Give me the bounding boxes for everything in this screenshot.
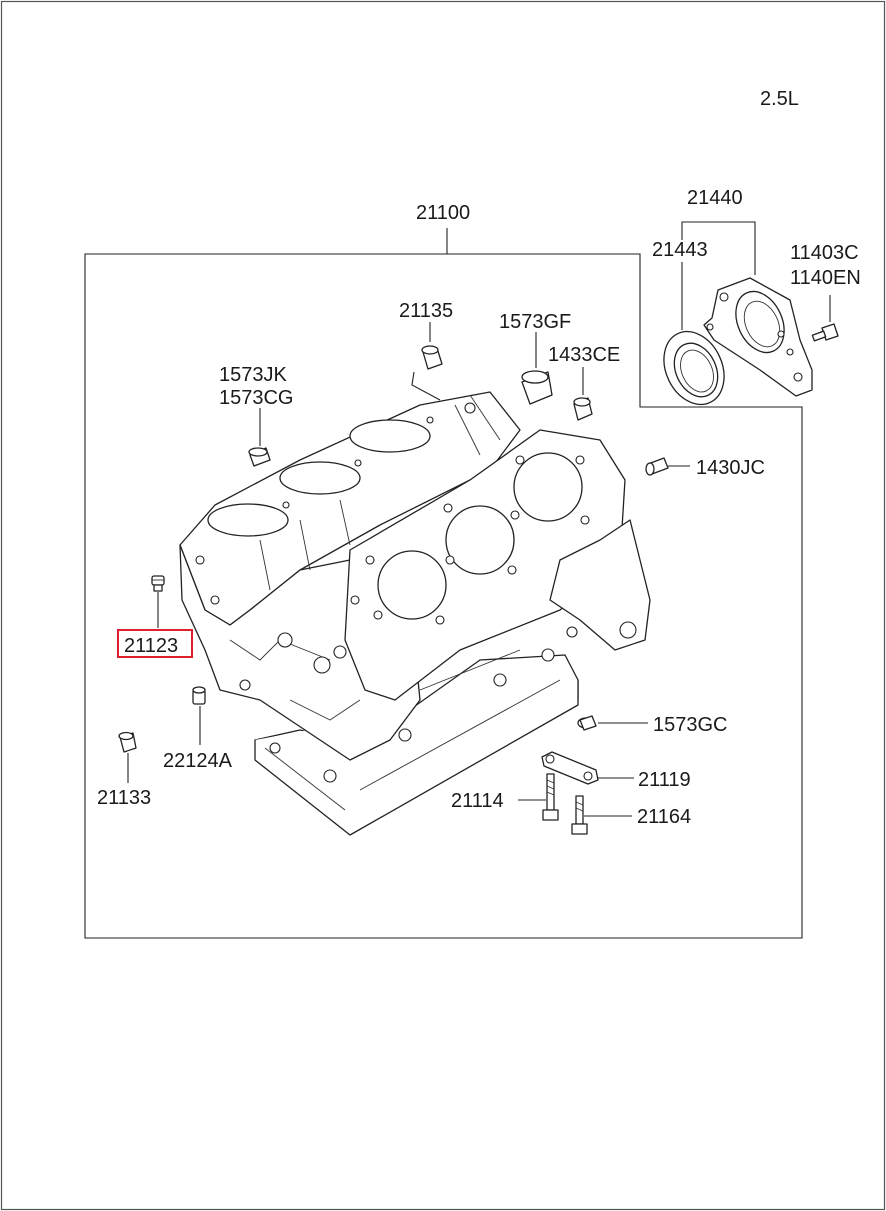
callout-21135[interactable]: 21135 xyxy=(399,300,453,322)
plug-21133-icon xyxy=(118,731,137,753)
callout-1140en[interactable]: 1140EN xyxy=(790,267,861,289)
dowel-22124a-icon xyxy=(192,686,206,705)
plug-1573gf-icon xyxy=(521,370,553,405)
oil-seal-21443-icon xyxy=(663,330,725,406)
callout-21133[interactable]: 21133 xyxy=(97,787,151,809)
plug-1573jk-icon xyxy=(248,447,271,467)
bracket-21119-icon xyxy=(541,751,599,785)
callout-1430jc[interactable]: 1430JC xyxy=(696,457,765,479)
callout-21114[interactable]: 21114 xyxy=(451,790,504,812)
plug-21123-icon xyxy=(151,575,165,592)
selected-highlight-box xyxy=(117,629,193,658)
assembly-boundary xyxy=(84,253,803,939)
plug-1573gc-icon xyxy=(577,715,597,731)
bolt-21114-icon xyxy=(542,773,559,821)
callout-1573gc[interactable]: 1573GC xyxy=(653,714,728,736)
callout-11403c[interactable]: 11403C xyxy=(790,242,859,264)
callout-1573jk[interactable]: 1573JK xyxy=(219,364,287,386)
bolt-11403c-icon xyxy=(811,323,839,342)
seal-housing-21440-icon xyxy=(703,277,813,397)
callout-1573gf[interactable]: 1573GF xyxy=(499,311,571,333)
callout-21100[interactable]: 21100 xyxy=(416,202,470,224)
callout-21123[interactable]: 21123 xyxy=(124,635,178,657)
engine-displacement-label: 2.5L xyxy=(760,88,799,110)
callout-1573cg[interactable]: 1573CG xyxy=(219,387,294,409)
seal-assembly-bracket xyxy=(681,221,756,275)
callout-1433ce[interactable]: 1433CE xyxy=(548,344,620,366)
callout-21164[interactable]: 21164 xyxy=(637,806,691,828)
bolt-21164-icon xyxy=(571,795,588,835)
callout-22124a[interactable]: 22124A xyxy=(163,750,233,772)
plug-1433ce-icon xyxy=(573,397,593,421)
engine-block-illustration xyxy=(179,391,651,836)
callout-21440[interactable]: 21440 xyxy=(687,187,743,209)
pipe-1430jc-icon xyxy=(645,457,669,476)
dowel-pin-21135-icon xyxy=(421,345,443,370)
callout-21119[interactable]: 21119 xyxy=(638,769,691,791)
callout-21443[interactable]: 21443 xyxy=(652,239,708,261)
